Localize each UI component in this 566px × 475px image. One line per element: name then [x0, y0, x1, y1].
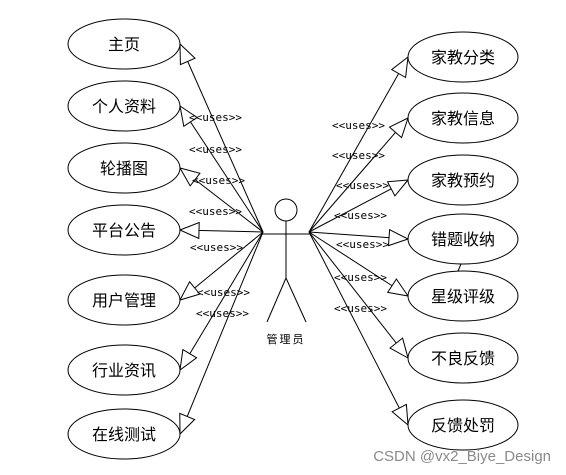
left-arrow-head: [179, 412, 196, 436]
use-case-label: 家教分类: [431, 48, 495, 67]
use-case-ellipse: [407, 213, 519, 265]
left-use-case-2: 个人资料: [67, 80, 181, 132]
use-case-label: 个人资料: [92, 97, 156, 116]
right-use-case-7: 反馈处罚: [407, 399, 519, 451]
left-arrow-head: [179, 280, 201, 301]
right-arrow-head: [389, 337, 409, 360]
use-case-label: 家教预约: [431, 171, 495, 190]
use-case-label: 行业资讯: [92, 361, 156, 380]
right-association-line: [308, 117, 409, 233]
use-case-ellipse: [67, 408, 181, 460]
use-case-ellipse: [67, 344, 181, 396]
right-use-case-2: 家教信息: [407, 92, 519, 144]
right-use-case-6: 不良反馈: [407, 332, 519, 384]
use-case-label: 主页: [108, 35, 140, 54]
right-arrow-head: [388, 117, 409, 139]
left-uses-label: <<uses>>: [197, 286, 250, 299]
right-use-case-3: 家教预约: [407, 154, 519, 206]
right-uses-label: <<uses>>: [334, 209, 387, 222]
right-association-line: [308, 56, 409, 233]
actor-left-leg: [266, 277, 287, 323]
use-case-label: 错题收纳: [431, 230, 495, 249]
use-case-ellipse: [67, 80, 181, 132]
actor-right-leg: [285, 277, 307, 323]
right-use-case-5: 星级评级: [407, 270, 519, 322]
use-case-ellipse: [67, 142, 181, 194]
right-use-case-4: 错题收纳: [407, 213, 519, 265]
left-arrow-head: [178, 221, 200, 240]
right-association-line: [308, 231, 409, 297]
use-case-ellipse: [67, 274, 181, 326]
right-uses-label: <<uses>>: [334, 302, 387, 315]
use-case-label: 不良反馈: [431, 349, 495, 368]
left-uses-label: <<uses>>: [189, 205, 242, 218]
right-uses-label: <<uses>>: [332, 149, 385, 162]
use-case-label: 轮播图: [100, 159, 148, 178]
right-uses-label: <<uses>>: [334, 271, 387, 284]
left-uses-label: <<uses>>: [196, 307, 249, 320]
uses-labels: <<uses>> <<uses>> <<uses>> <<uses>> <<uses>>…: [189, 111, 389, 320]
left-use-case-4: 平台公告: [67, 204, 181, 256]
left-uses-label: <<uses>>: [192, 174, 245, 187]
use-case-ellipse: [407, 92, 519, 144]
left-association-line: [179, 231, 264, 435]
use-case-label: 反馈处罚: [431, 416, 495, 435]
right-association-line: [308, 231, 409, 426]
left-arrow-head: [179, 348, 198, 372]
left-use-case-1: 主页: [67, 18, 181, 70]
use-case-label: 星级评级: [431, 287, 495, 306]
use-case-label: 用户管理: [92, 291, 156, 310]
use-case-label: 在线测试: [92, 425, 156, 444]
right-arrow-head: [390, 55, 409, 79]
right-uses-label: <<uses>>: [332, 119, 385, 132]
left-use-case-3: 轮播图: [67, 142, 181, 194]
left-uses-label: <<uses>>: [189, 143, 242, 156]
left-association-line: [179, 43, 264, 233]
right-arrow-head: [387, 228, 410, 247]
right-arrow-head: [386, 278, 410, 297]
right-uses-label: <<uses>>: [336, 179, 389, 192]
actor-name: 管理员: [267, 332, 306, 346]
left-uses-label: <<uses>>: [190, 241, 243, 254]
right-association-line: [308, 231, 409, 359]
watermark: CSDN @vx2_Biye_Design: [373, 448, 551, 465]
left-arrow-head: [179, 104, 199, 128]
left-association-line: [179, 231, 264, 371]
left-association-line: [179, 105, 264, 233]
left-arrow-head: [178, 167, 201, 187]
association-lines: [178, 42, 462, 436]
use-case-ellipse: [407, 399, 519, 451]
right-uses-label: <<uses>>: [336, 238, 389, 251]
left-uses-label: <<uses>>: [189, 111, 242, 124]
actor: 管理员: [262, 198, 310, 346]
use-case-ellipse: [407, 270, 519, 322]
use-case-label: 家教信息: [431, 109, 495, 128]
use-case-ellipse: [407, 154, 519, 206]
use-case-ellipse: [67, 204, 181, 256]
left-use-case-6: 行业资讯: [67, 344, 181, 396]
actor-head: [274, 198, 298, 222]
left-use-case-7: 在线测试: [67, 408, 181, 460]
use-case-ellipse: [407, 31, 519, 83]
connector-line: [457, 263, 462, 272]
right-arrow-head: [386, 179, 410, 197]
right-arrow-head: [391, 403, 409, 427]
use-case-ellipse: [407, 332, 519, 384]
left-use-case-5: 用户管理: [67, 274, 181, 326]
use-case-label: 平台公告: [92, 221, 156, 240]
left-arrow-head: [179, 42, 196, 66]
right-use-case-1: 家教分类: [407, 31, 519, 83]
use-case-ellipse: [67, 18, 181, 70]
